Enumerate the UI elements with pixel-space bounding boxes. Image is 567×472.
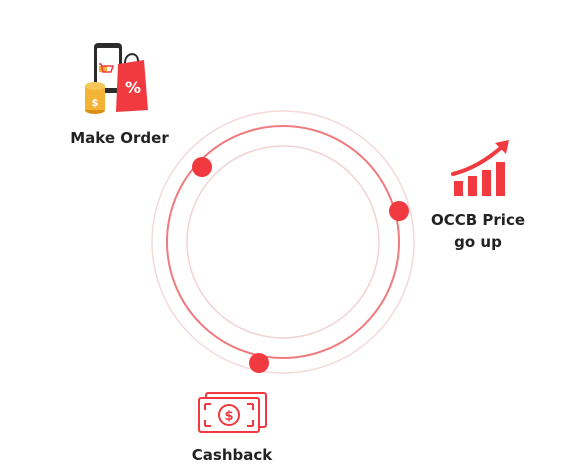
rising-chart-icon bbox=[451, 140, 509, 196]
step-dot-price-up bbox=[389, 201, 409, 221]
main-ring bbox=[166, 125, 400, 359]
svg-text:$: $ bbox=[224, 409, 233, 424]
inner-ring bbox=[186, 145, 380, 339]
outer-ring bbox=[151, 110, 415, 374]
step-dot-make-order bbox=[192, 157, 212, 177]
svg-text:$: $ bbox=[92, 98, 99, 109]
step-label-cashback: Cashback bbox=[191, 446, 273, 464]
step-label-price-up: OCCB Price go up bbox=[430, 211, 526, 251]
shopping-order-icon: % $ bbox=[85, 43, 148, 114]
cashback-money-icon: $ bbox=[198, 392, 267, 433]
step-dot-cashback bbox=[249, 353, 269, 373]
svg-text:%: % bbox=[125, 78, 141, 97]
step-label-make-order: Make Order bbox=[70, 129, 169, 147]
